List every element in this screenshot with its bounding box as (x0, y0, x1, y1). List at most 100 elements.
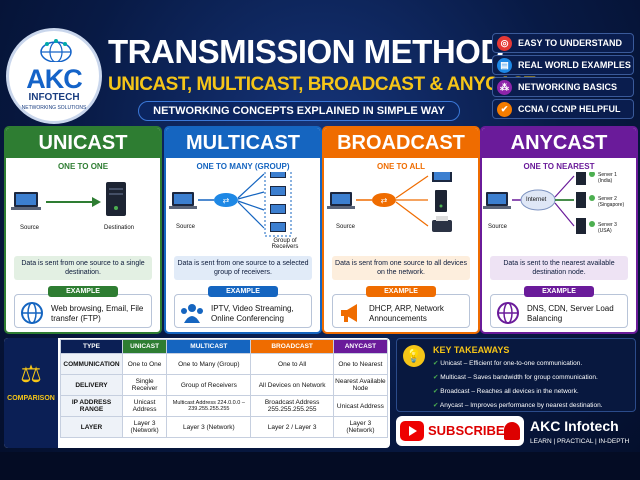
feature-list: ◎ EASY TO UNDERSTAND ▤REAL WORLD EXAMPLES… (492, 33, 634, 121)
brand-tagline: LEARN | PRACTICAL | IN-DEPTH (530, 438, 630, 445)
banner: NETWORKING CONCEPTS EXPLAINED IN SIMPLE … (138, 101, 460, 121)
laptop-icon (270, 222, 286, 232)
panel-subtitle: ONE TO NEAREST (523, 162, 595, 171)
globe-icon (40, 39, 72, 62)
server-icon (435, 190, 447, 212)
key-takeaways: 💡 KEY TAKEAWAYS ✔ Unicast – Efficient fo… (396, 338, 636, 412)
scale-icon: ⚖ (20, 361, 42, 388)
book-icon: ▤ (497, 57, 512, 73)
check-icon: ✔ (433, 388, 441, 395)
table-row: IP ADDRESS RANGE Unicast Address Multica… (60, 395, 389, 417)
server-icon (576, 192, 586, 208)
router-icon: ⇄ (372, 193, 396, 207)
server1-label: Server 1(India) (598, 172, 617, 184)
globe-icon (21, 302, 43, 324)
table-cell: Layer 3 (Network) (121, 416, 168, 438)
example-box: DNS, CDN, Server Load Balancing (490, 294, 628, 328)
feature-item: ⁂NETWORKING BASICS (492, 77, 634, 97)
server-icon (576, 172, 586, 185)
broadcast-panel: BROADCAST ONE TO ALL ⇄ Source Data is se… (322, 126, 480, 334)
subscribe-button[interactable]: SUBSCRIBE (396, 416, 524, 446)
panel-subtitle: ONE TO ALL (377, 162, 425, 171)
panel-subtitle: ONE TO ONE (57, 162, 109, 171)
brand-footer: AKC Infotech LEARN | PRACTICAL | IN-DEPT… (530, 418, 636, 445)
table-cell: Layer 3 (Network) (166, 416, 252, 438)
feature-label: EASY TO UNDERSTAND (518, 38, 623, 48)
server-icon (576, 218, 586, 234)
table-cell: Layer 2 / Layer 3 (250, 416, 334, 438)
takeaway-text: Multicast – Saves bandwidth for group co… (440, 374, 598, 381)
feature-item: ◎ EASY TO UNDERSTAND (492, 33, 634, 53)
globe-icon (497, 302, 519, 324)
takeaway-text: Anycast – Improves performance by neares… (439, 402, 603, 409)
laptop-icon (169, 192, 197, 209)
takeaway-item: ✔ Anycast – Improves performance by near… (433, 399, 603, 413)
example-text: IPTV, Video Streaming, Online Conferenci… (211, 304, 294, 323)
header-cell: ANYCAST (332, 339, 389, 354)
header-cell: TYPE (60, 339, 123, 354)
check-icon: ✔ (497, 101, 512, 117)
laptop-icon (270, 186, 286, 196)
row-label: COMMUNICATION (60, 353, 123, 375)
table-cell: Single Receiver (121, 374, 168, 396)
takeaway-item: ✔ Multicast – Saves bandwidth for group … (433, 371, 603, 385)
logo-line2: INFOTECH (28, 92, 80, 103)
example-label: EXAMPLE (524, 286, 594, 297)
megaphone-icon (341, 304, 357, 322)
table-row: LAYER Layer 3 (Network) Layer 3 (Network… (60, 416, 389, 438)
header-cell: MULTICAST (166, 339, 252, 354)
server3-name: Server 3 (598, 222, 617, 228)
multicast-panel: MULTICAST ONE TO MANY (GROUP) ⇄ Source G… (164, 126, 322, 334)
people-icon (181, 304, 203, 323)
server2-label: Server 2(Singapore) (598, 196, 624, 208)
table-row: COMMUNICATION One to One One to Many (Gr… (60, 353, 389, 375)
feature-label: CCNA / CCNP HELPFUL (518, 104, 621, 114)
server1-location: (India) (598, 178, 613, 184)
takeaways-title: KEY TAKEAWAYS (433, 345, 510, 355)
example-box: DHCP, ARP, Network Announcements (332, 294, 470, 328)
group-label: Group of Receivers (271, 238, 299, 250)
example-label: EXAMPLE (48, 286, 118, 297)
laptop-icon (270, 204, 286, 214)
router-icon: ⇄ (214, 193, 238, 207)
multicast-diagram: ⇄ (169, 172, 292, 237)
server1-name: Server 1 (598, 172, 617, 178)
page-subtitle: UNICAST, MULTICAST, BROADCAST & ANYCAST (108, 74, 536, 95)
lightbulb-icon: 💡 (403, 345, 425, 367)
source-label: Source (488, 224, 508, 230)
server3-label: Server 3(USA) (598, 222, 617, 234)
row-label: IP ADDRESS RANGE (60, 395, 123, 417)
svg-text:⇄: ⇄ (223, 196, 230, 205)
table-cell: Multicast Address 224.0.0.0 – 239.255.25… (166, 395, 252, 417)
source-label: Source (176, 224, 196, 230)
panel-title: ANYCAST (482, 128, 636, 158)
unicast-panel: UNICAST ONE TO ONE Source Destination Da… (4, 126, 162, 334)
source-label: Source (20, 225, 40, 231)
table-cell: One to All (250, 353, 334, 375)
youtube-icon (400, 421, 424, 441)
table-cell: One to Many (Group) (166, 353, 252, 375)
takeaway-text: Broadcast – Reaches all devices in the n… (440, 388, 579, 395)
server2-location: (Singapore) (598, 202, 625, 208)
feature-item: ▤REAL WORLD EXAMPLES (492, 55, 634, 75)
comparison-label: COMPARISON (7, 395, 55, 402)
table-cell: Nearest Available Node (332, 374, 389, 396)
laptop-icon (327, 192, 355, 209)
laptop-icon (483, 192, 511, 209)
takeaway-item: ✔ Broadcast – Reaches all devices in the… (433, 385, 603, 399)
panel-title: UNICAST (6, 128, 160, 158)
table-cell: Broadcast Address 255.255.255.255 (250, 395, 334, 417)
header-cell: BROADCAST (250, 339, 334, 354)
target-icon: ◎ (497, 35, 512, 51)
panel-description: Data is sent from one source to all devi… (332, 256, 470, 280)
row-label: DELIVERY (60, 374, 123, 396)
table-cell: Unicast Address (332, 395, 389, 417)
panel-description: Data is sent to the nearest available de… (490, 256, 628, 280)
example-label: EXAMPLE (208, 286, 278, 297)
anycast-diagram (483, 172, 595, 234)
table-cell: Layer 3 (Network) (332, 416, 389, 438)
anycast-panel: ANYCAST ONE TO NEAREST Internet Source S… (480, 126, 638, 334)
svg-text:⇄: ⇄ (381, 196, 388, 205)
table-cell: Unicast Address (121, 395, 168, 417)
brand-name: AKC Infotech (530, 418, 619, 434)
